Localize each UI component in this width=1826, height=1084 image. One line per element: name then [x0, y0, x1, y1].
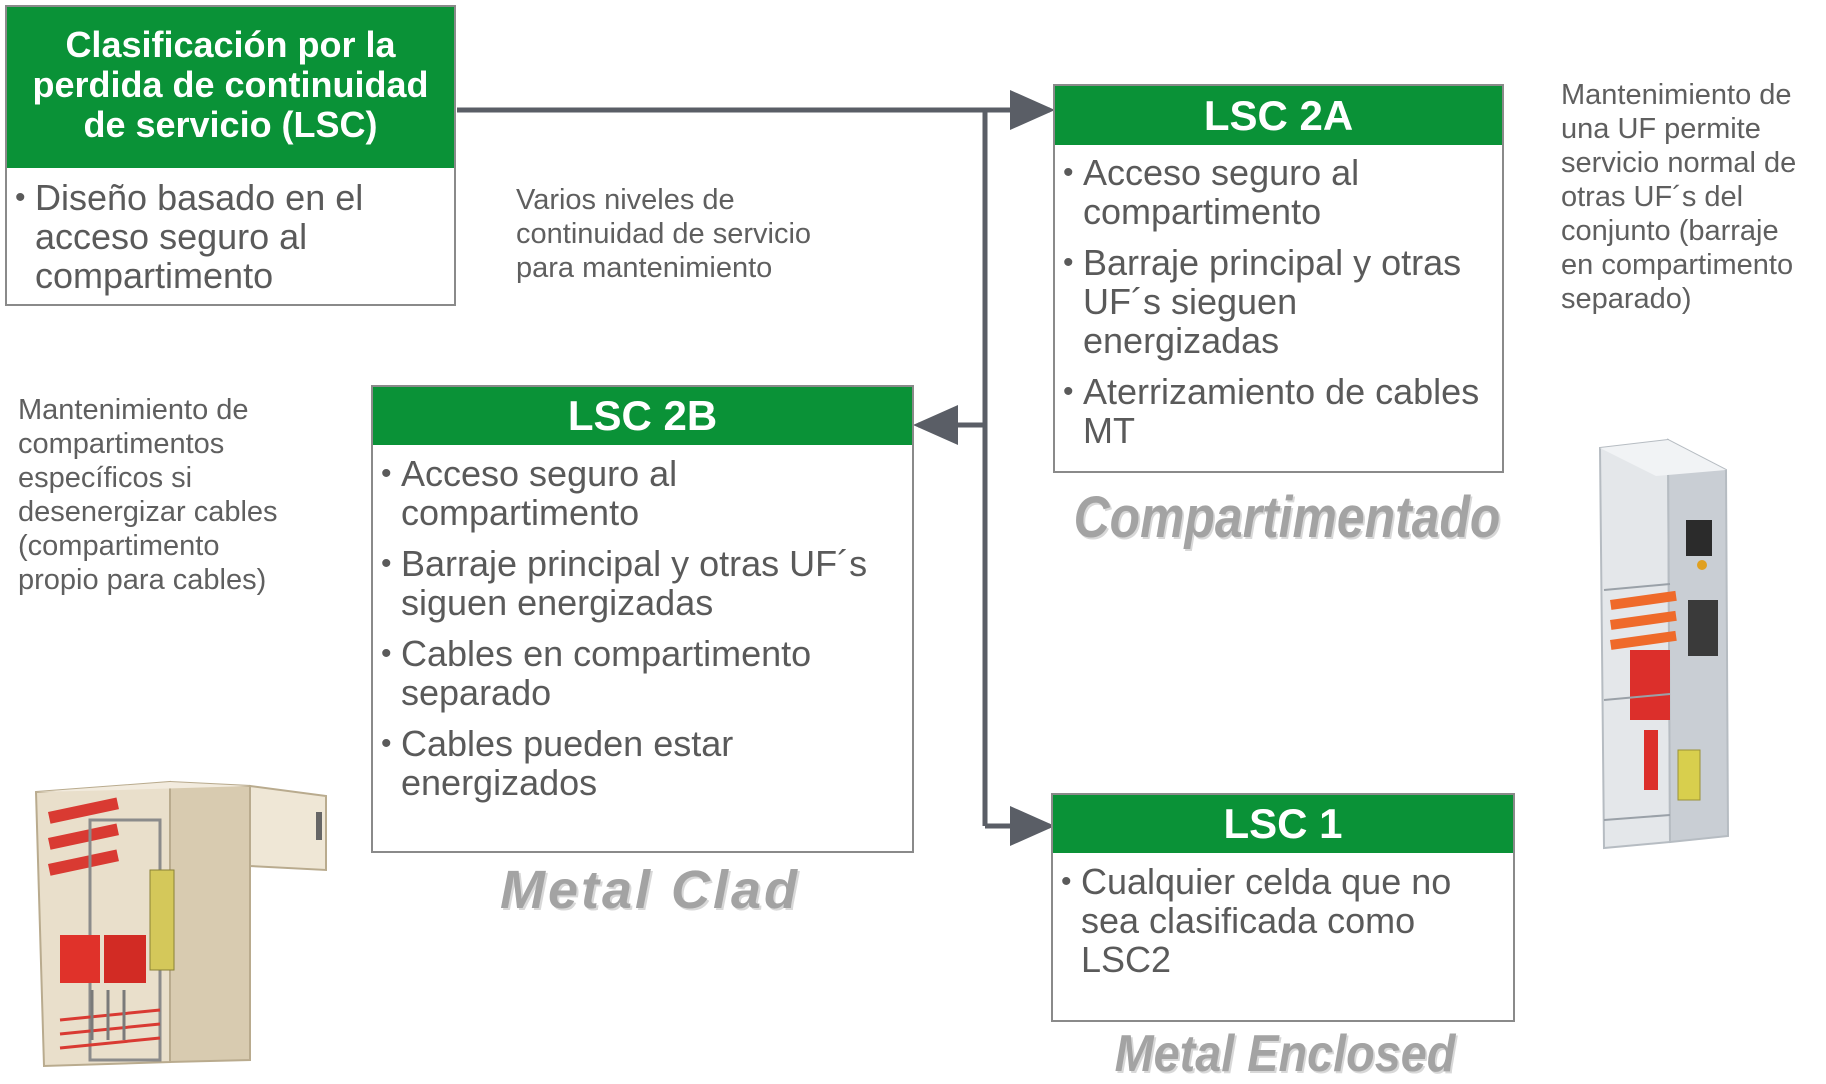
lsc2a-title: LSC 2A	[1055, 86, 1502, 145]
lsc-root-bullet: Diseño basado en el acceso seguro al com…	[13, 178, 442, 295]
note-center: Varios niveles de continuidad de servici…	[516, 184, 812, 284]
lsc2b-bullet-4: Cables pueden estar energizados	[379, 724, 904, 802]
lsc2b-bullet-1: Acceso seguro al compartimento	[379, 454, 904, 532]
note-right: Mantenimiento de una UF permite servicio…	[1561, 79, 1797, 315]
lsc1-title: LSC 1	[1053, 795, 1513, 853]
lsc2b-bullet-2: Barraje principal y otras UF´s siguen en…	[379, 544, 904, 622]
lsc-root-bullets: Diseño basado en el acceso seguro al com…	[7, 168, 454, 295]
lsc1-caption: Metal Enclosed	[1114, 1025, 1456, 1083]
lsc2a-bullet-3: Aterrizamiento de cables MT	[1061, 372, 1494, 450]
lsc2b-bullet-3: Cables en compartimento separado	[379, 634, 904, 712]
lsc2b-bullets: Acceso seguro al compartimento Barraje p…	[373, 445, 912, 802]
note-left: Mantenimiento de compartimentos específi…	[18, 394, 278, 596]
lsc2a-box: LSC 2A Acceso seguro al compartimento Ba…	[1053, 84, 1504, 473]
lsc-root-title: Clasificación por la perdida de continui…	[7, 7, 454, 168]
lsc2a-caption: Compartimentado	[1073, 485, 1501, 550]
lsc2a-bullet-1: Acceso seguro al compartimento	[1061, 153, 1494, 231]
lsc1-box: LSC 1 Cualquier celda que no sea clasifi…	[1051, 793, 1515, 1022]
lsc2a-bullets: Acceso seguro al compartimento Barraje p…	[1055, 145, 1502, 450]
lsc2b-caption: Metal Clad	[499, 860, 801, 920]
lsc1-bullets: Cualquier celda que no sea clasificada c…	[1053, 853, 1513, 979]
lsc2a-bullet-2: Barraje principal y otras UF´s sieguen e…	[1061, 243, 1494, 360]
lsc1-bullet-1: Cualquier celda que no sea clasificada c…	[1059, 862, 1505, 979]
lsc2b-title: LSC 2B	[373, 387, 912, 445]
lsc-root-box: Clasificación por la perdida de continui…	[5, 5, 456, 306]
lsc2b-box: LSC 2B Acceso seguro al compartimento Ba…	[371, 385, 914, 853]
